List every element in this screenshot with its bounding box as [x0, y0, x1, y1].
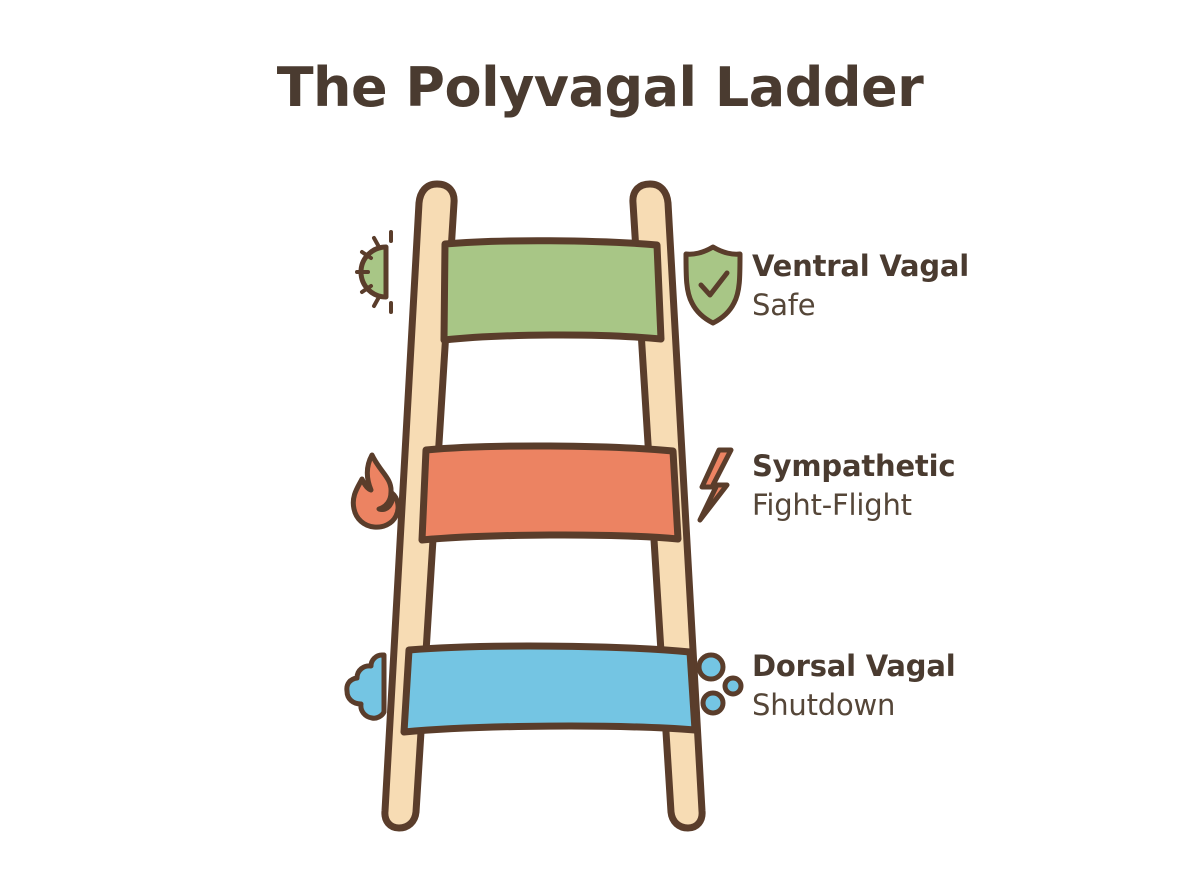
ladder-rung-sympathetic [418, 442, 682, 544]
legend-subtitle-sympathetic: Fight-Flight [752, 488, 912, 523]
ladder-rung-dorsal [400, 642, 699, 736]
legend-title-sympathetic: Sympathetic [752, 449, 956, 483]
rung-shape-ventral [440, 237, 665, 344]
rung-shape-sympathetic [418, 442, 682, 544]
legend-item-dorsal: Dorsal Vagal Shutdown [752, 649, 956, 724]
sunrise-icon [355, 230, 393, 314]
bubbles-icon [696, 652, 744, 716]
legend-subtitle-ventral: Safe [752, 288, 816, 323]
legend-subtitle-dorsal: Shutdown [752, 688, 896, 723]
lightning-bolt-icon [697, 447, 734, 523]
legend-title-ventral: Ventral Vagal [752, 249, 970, 283]
legend-item-sympathetic: Sympathetic Fight-Flight [752, 449, 956, 524]
page-title: The Polyvagal Ladder [276, 56, 924, 119]
cloud-icon [344, 652, 387, 721]
legend-item-ventral: Ventral Vagal Safe [752, 249, 970, 324]
legend-title-dorsal: Dorsal Vagal [752, 649, 956, 683]
ladder-rung-ventral [440, 237, 665, 344]
flame-icon [350, 452, 401, 530]
shield-check-icon [683, 244, 743, 326]
rung-shape-dorsal [400, 642, 699, 736]
ladder-rail-left [381, 180, 458, 832]
